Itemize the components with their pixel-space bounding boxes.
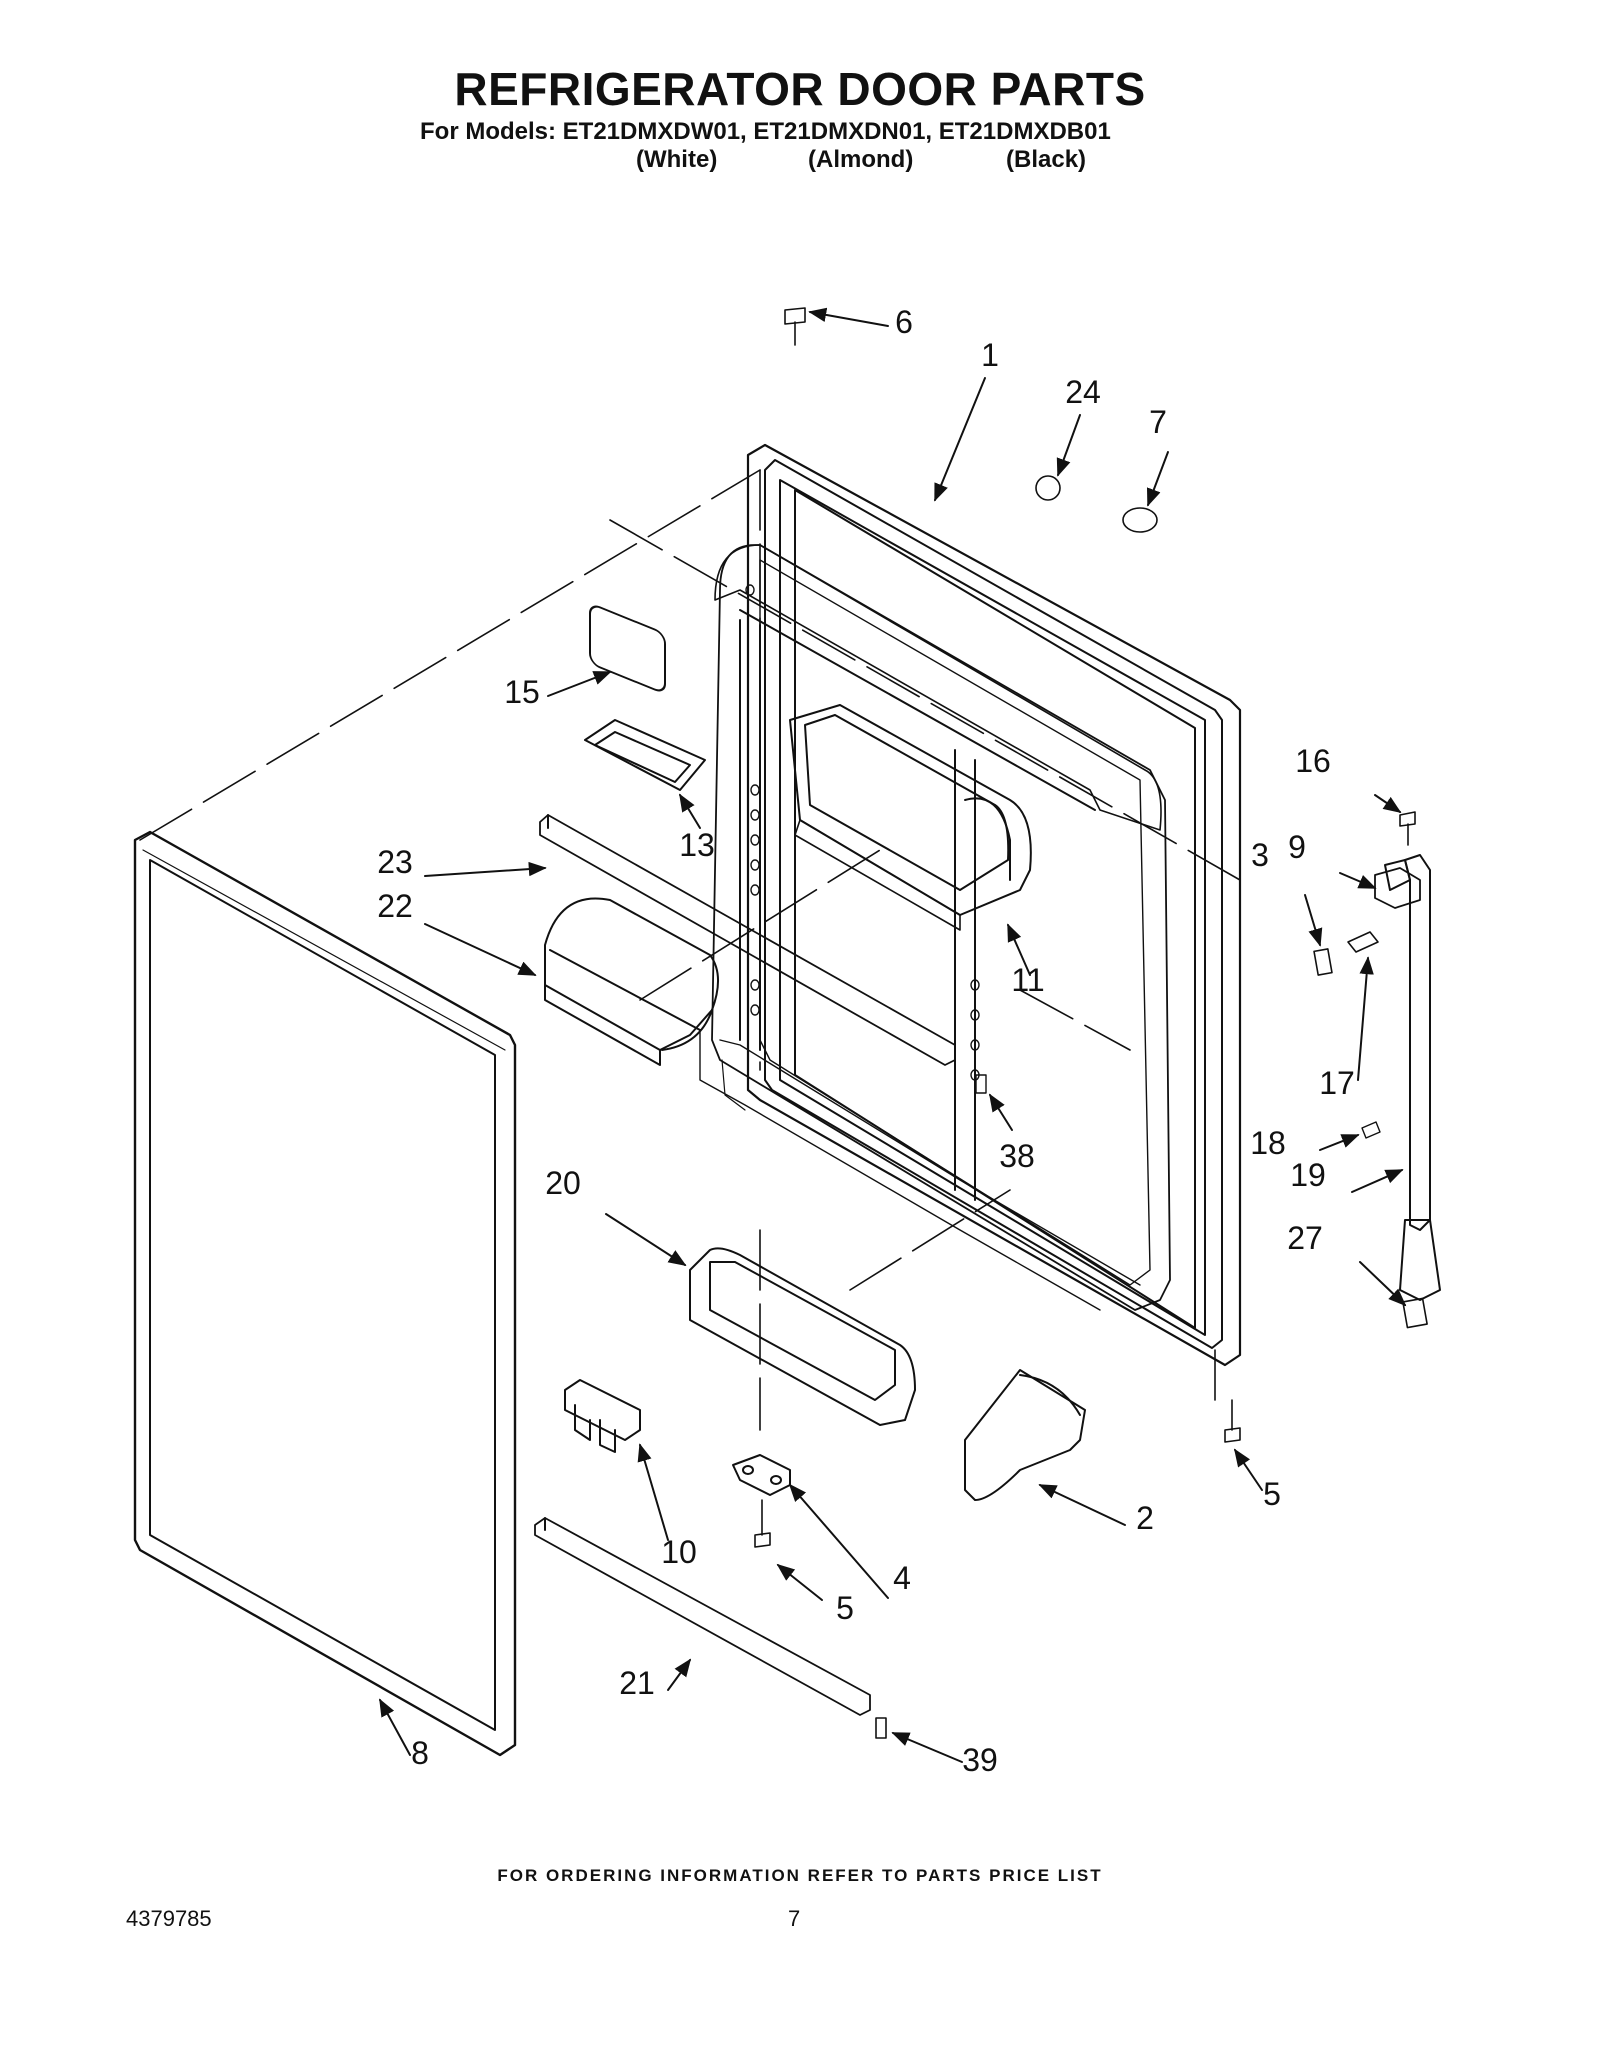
callout-20: 20: [545, 1165, 581, 1201]
callout-24: 24: [1065, 374, 1101, 410]
callout-15: 15: [504, 674, 540, 710]
callout-1: 1: [981, 337, 999, 373]
shim: [1313, 948, 1333, 976]
callout-23: 23: [377, 844, 413, 880]
hinge-pin: [1347, 931, 1379, 953]
plug-cap: [1122, 507, 1158, 533]
color-almond: (Almond): [808, 146, 914, 173]
door-panel: [699, 443, 1242, 1367]
document-number: 4379785: [126, 1906, 212, 1931]
shelf-trim: [539, 814, 956, 1066]
stop-bracket: [564, 1379, 641, 1453]
models-line: For Models: ET21DMXDW01, ET21DMXDN01, ET…: [420, 118, 1111, 145]
bottom-hinge: [732, 1454, 791, 1496]
callout-11: 11: [1011, 962, 1045, 998]
door-handle: [1384, 854, 1441, 1301]
callout-2: 2: [1136, 1500, 1154, 1536]
dairy-door: [589, 605, 666, 692]
butter-compartment: [544, 897, 719, 1066]
color-black: (Black): [1006, 146, 1087, 173]
callout-22: 22: [377, 888, 413, 924]
spacer: [1361, 1121, 1381, 1139]
callout-4: 4: [893, 1560, 911, 1596]
callout-19: 19: [1290, 1157, 1326, 1193]
callout-16: 16: [1295, 743, 1331, 779]
callout-10: 10: [661, 1534, 697, 1570]
callout-7: 7: [1149, 404, 1167, 440]
color-white: (White): [636, 146, 718, 173]
end-clip: [875, 1717, 887, 1739]
callout-17: 17: [1319, 1065, 1355, 1101]
door-shelf-bin: [789, 704, 1032, 931]
door-bin: [689, 1247, 916, 1426]
callout-38: 38: [999, 1138, 1035, 1174]
door-gasket: [133, 830, 517, 1757]
callout-5-left: 5: [836, 1590, 854, 1626]
callout-3: 3: [1251, 837, 1269, 873]
ordering-note: FOR ORDERING INFORMATION REFER TO PARTS …: [497, 1866, 1103, 1885]
bottom-shelf-trim: [534, 1517, 871, 1716]
page-title: REFRIGERATOR DOOR PARTS: [454, 63, 1146, 115]
callout-8: 8: [411, 1735, 429, 1771]
callout-21: 21: [619, 1665, 655, 1701]
handle-end-cap: [1402, 1297, 1428, 1329]
screw-icons: [754, 307, 1416, 1548]
callout-13: 13: [679, 827, 715, 863]
dairy-tray: [584, 719, 706, 791]
callout-39: 39: [962, 1742, 998, 1778]
callout-5-right: 5: [1263, 1476, 1281, 1512]
leader-arrows: [379, 307, 1407, 1763]
callout-27: 27: [1287, 1220, 1323, 1256]
plug-button: [1035, 475, 1061, 501]
page-number: 7: [788, 1906, 801, 1931]
callout-6: 6: [895, 304, 913, 340]
handle-cover: [964, 1369, 1086, 1501]
callout-9: 9: [1288, 829, 1306, 865]
hinge-bracket: [1374, 867, 1421, 909]
callout-18: 18: [1250, 1125, 1286, 1161]
clip: [975, 1074, 987, 1094]
